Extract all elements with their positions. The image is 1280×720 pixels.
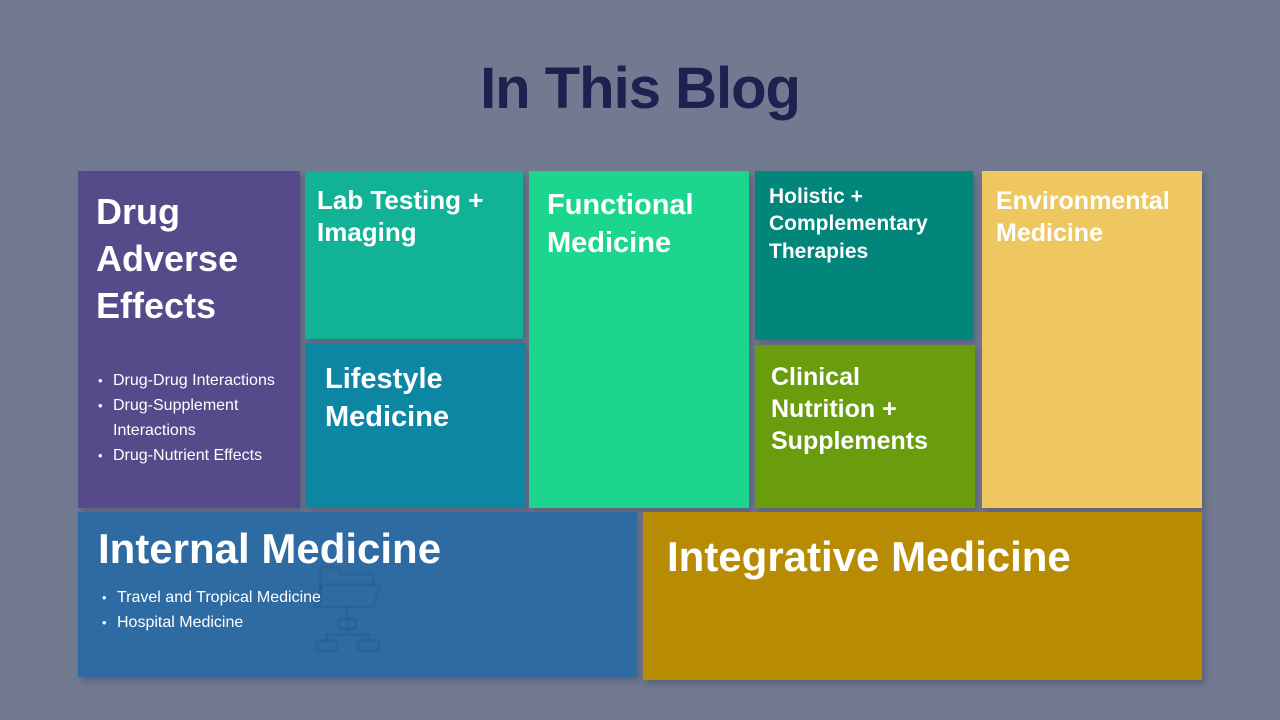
block-internal-medicine: Internal Medicine Travel and Tropical Me… (78, 512, 637, 677)
block-title-lab-testing-imaging: Lab Testing + Imaging (317, 185, 484, 247)
page-title: In This Blog (480, 55, 801, 121)
list-item: Drug-Supplement Interactions (96, 394, 282, 444)
list-item: Travel and Tropical Medicine (100, 586, 617, 611)
block-drug-adverse-effects: Drug Adverse Effects Drug-Drug Interacti… (78, 171, 300, 508)
block-lifestyle-medicine: Lifestyle Medicine (305, 343, 526, 508)
block-title-environmental-medicine: Environmental Medicine (996, 187, 1170, 247)
internal-medicine-bullet-list: Travel and Tropical Medicine Hospital Me… (98, 586, 617, 636)
list-item: Drug-Drug Interactions (96, 369, 282, 394)
block-lab-testing-imaging: Lab Testing + Imaging (305, 171, 523, 339)
block-holistic-complementary-therapies: Holistic + Complementary Therapies (755, 171, 973, 340)
block-title-integrative-medicine: Integrative Medicine (667, 533, 1071, 580)
block-clinical-nutrition-supplements: Clinical Nutrition + Supplements (755, 345, 975, 508)
list-item: Hospital Medicine (100, 611, 617, 636)
block-title-holistic-complementary-therapies: Holistic + Complementary Therapies (769, 185, 928, 263)
list-item: Drug-Nutrient Effects (96, 444, 282, 469)
block-title-drug-adverse-effects: Drug Adverse Effects (96, 191, 239, 326)
block-functional-medicine: Functional Medicine (529, 171, 749, 508)
block-environmental-medicine: Environmental Medicine (982, 171, 1202, 508)
block-title-clinical-nutrition-supplements: Clinical Nutrition + Supplements (771, 363, 928, 455)
block-integrative-medicine: Integrative Medicine (643, 512, 1202, 680)
block-title-functional-medicine: Functional Medicine (547, 189, 694, 259)
block-title-internal-medicine: Internal Medicine (98, 525, 442, 572)
drug-adverse-bullet-list: Drug-Drug Interactions Drug-Supplement I… (96, 369, 282, 468)
block-title-lifestyle-medicine: Lifestyle Medicine (325, 363, 450, 433)
